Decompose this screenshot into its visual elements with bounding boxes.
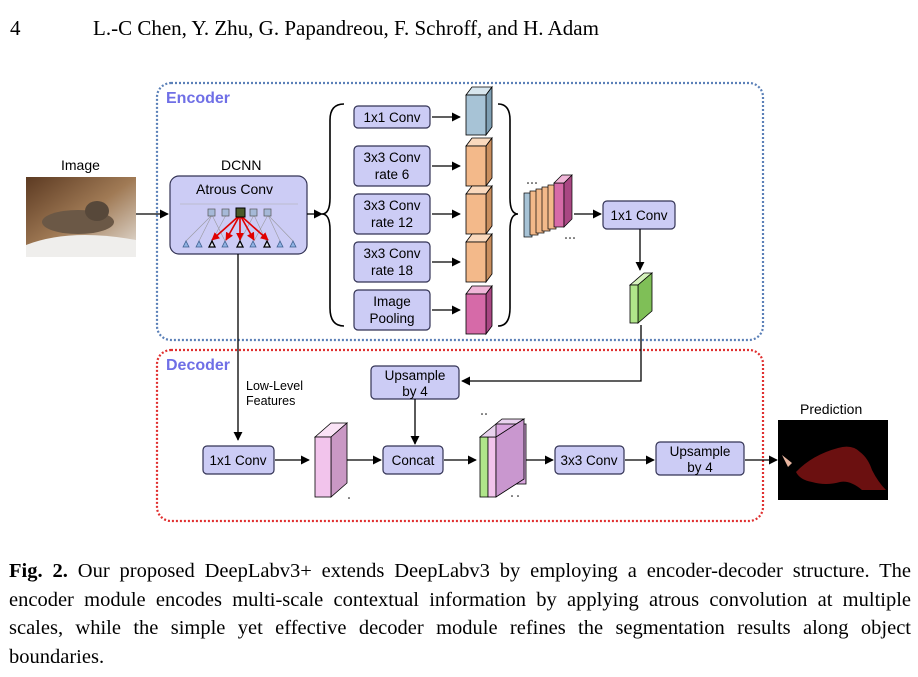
prediction-image	[778, 420, 888, 500]
aspp-left-brace	[321, 103, 345, 327]
encoder-frame	[155, 81, 765, 342]
figure-caption: Fig. 2. Our proposed DeepLabv3+ extends …	[9, 557, 911, 671]
aspp-label-3b: rate 12	[371, 215, 413, 230]
decoder-3x3-conv-label: 3x3 Conv	[560, 453, 617, 468]
concat-label: Concat	[392, 453, 435, 468]
aspp-block-1x1: 1x1 Conv	[353, 105, 431, 129]
encoder-to-upsample-arrow	[461, 325, 642, 386]
upsample2-line1: Upsample	[670, 444, 731, 459]
decoder-frame	[155, 348, 765, 523]
author-header: L.-C Chen, Y. Zhu, G. Papandreou, F. Sch…	[93, 16, 599, 40]
feature-map-rate12	[465, 184, 493, 236]
aspp-label-3a: 3x3 Conv	[363, 198, 420, 213]
aspp-arrows	[432, 112, 461, 315]
low-level-label-2: Features	[246, 394, 295, 408]
concat-block	[382, 445, 444, 475]
aspp-label-2a: 3x3 Conv	[363, 150, 420, 165]
aspp-label-5b: Pooling	[369, 311, 414, 326]
decoder-concat-features	[478, 413, 527, 498]
aspp-block-rate6: 3x3 Conv rate 6	[353, 145, 431, 187]
image-label: Image	[61, 157, 100, 173]
aspp-label-1: 1x1 Conv	[363, 110, 420, 125]
upsample2-line2: by 4	[687, 460, 713, 475]
atrous-conv-icon	[180, 203, 298, 248]
feature-map-rate18	[465, 232, 493, 284]
aspp-label-4a: 3x3 Conv	[363, 246, 420, 261]
feature-map-pooling	[465, 284, 493, 336]
low-level-label-1: Low-Level	[246, 379, 303, 393]
encoder-1x1-conv-label: 1x1 Conv	[610, 208, 667, 223]
concat-feature-stack	[523, 174, 575, 239]
atrous-conv-label: Atrous Conv	[196, 181, 273, 197]
decoder-1x1-conv-block	[202, 445, 275, 475]
aspp-block-rate18: 3x3 Conv rate 18	[353, 241, 431, 283]
encoder-1x1-conv-block	[602, 200, 676, 230]
low-level-feature-map	[313, 422, 350, 499]
decoder-3x3-conv-block	[554, 445, 625, 475]
encoder-output-feature	[628, 272, 654, 324]
caption-text: Our proposed DeepLabv3+ extends DeepLabv…	[9, 560, 911, 668]
aspp-right-brace	[497, 103, 519, 327]
aspp-block-pooling: Image Pooling	[353, 289, 431, 331]
upsample1-line2: by 4	[402, 384, 428, 399]
aspp-label-5a: Image	[373, 294, 411, 309]
caption-label: Fig. 2.	[9, 560, 68, 582]
aspp-label-2b: rate 6	[375, 167, 410, 182]
input-image	[26, 177, 136, 257]
feature-map-rate6	[465, 136, 493, 188]
upsample2-block	[655, 441, 745, 476]
aspp-label-4b: rate 18	[371, 263, 413, 278]
decoder-title: Decoder	[166, 357, 230, 374]
encoder-title: Encoder	[166, 90, 230, 107]
dcnn-label: DCNN	[221, 157, 261, 173]
decoder-1x1-conv-label: 1x1 Conv	[209, 453, 266, 468]
feature-map-1x1	[465, 85, 493, 137]
deeplab-figure: Encoder Decoder Image DCNN Atrous Conv	[26, 81, 888, 523]
aspp-block-rate12: 3x3 Conv rate 12	[353, 193, 431, 235]
prediction-label: Prediction	[800, 401, 862, 417]
upsample1-line1: Upsample	[385, 368, 446, 383]
page-number: 4	[10, 16, 21, 40]
